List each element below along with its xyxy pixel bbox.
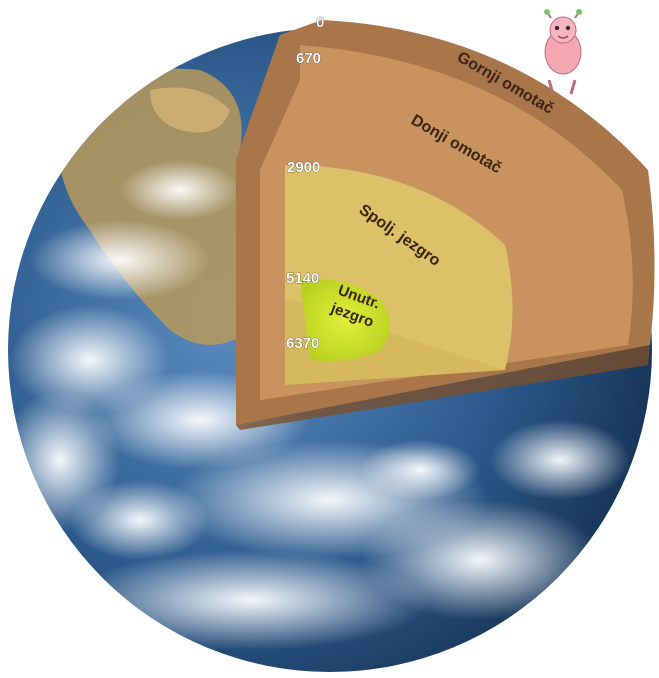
pink-cartoon-character-icon bbox=[544, 9, 582, 95]
depth-label-6370: 6370 bbox=[286, 335, 319, 352]
depth-label-2900: 2900 bbox=[287, 159, 320, 176]
depth-label-5140: 5140 bbox=[286, 270, 319, 287]
depth-label-0: 0 bbox=[316, 14, 324, 31]
cutaway-wedge bbox=[236, 14, 655, 430]
depth-label-670: 670 bbox=[296, 50, 321, 67]
inner-core-layer bbox=[300, 279, 390, 362]
cutaway-bottom-face bbox=[236, 345, 650, 430]
